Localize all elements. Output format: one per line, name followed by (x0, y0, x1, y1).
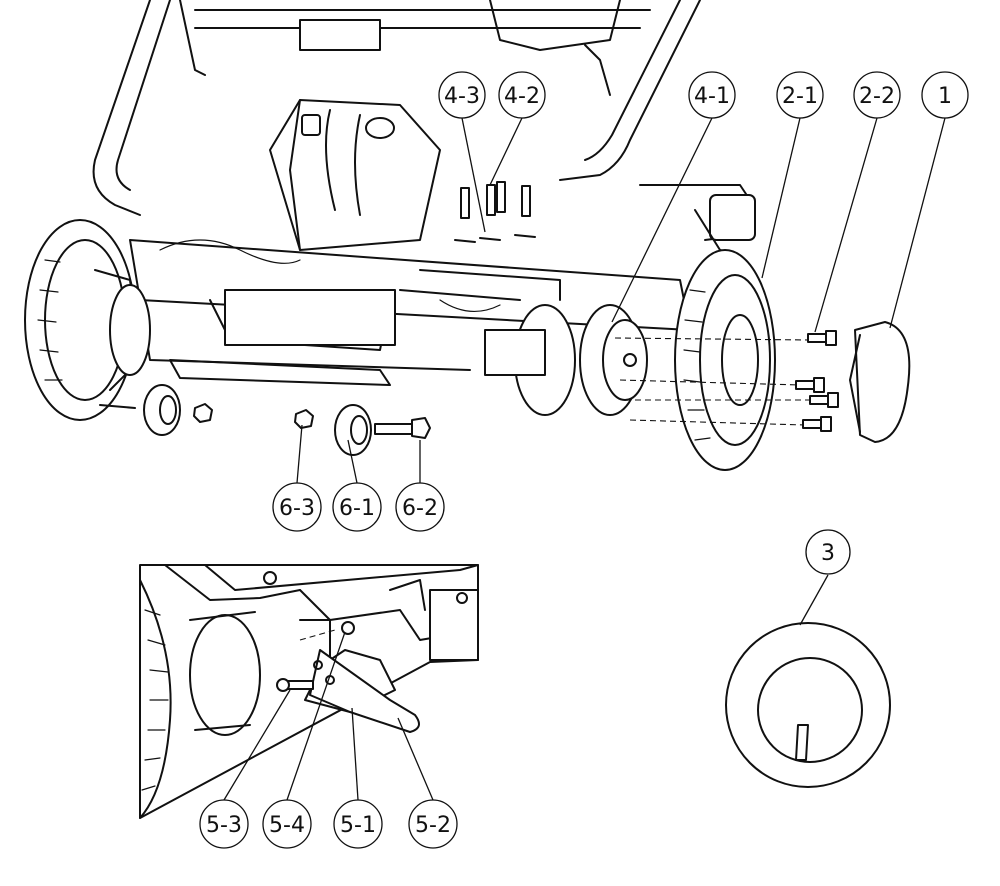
callout-5-1-label: 5-1 (340, 813, 376, 838)
callout-1: 1 (921, 71, 969, 119)
callout-3-label: 3 (821, 541, 835, 566)
callout-3: 3 (805, 529, 851, 575)
callout-4-3-label: 4-3 (444, 84, 480, 109)
callout-5-2: 5-2 (408, 799, 458, 849)
callout-5-1: 5-1 (333, 799, 383, 849)
callout-5-2-label: 5-2 (415, 813, 451, 838)
callout-5-3: 5-3 (199, 799, 249, 849)
chassis-assembly (24, 0, 911, 471)
callout-4-3: 4-3 (438, 71, 486, 119)
callout-2-1: 2-1 (776, 71, 824, 119)
callout-6-1: 6-1 (332, 482, 382, 532)
callout-6-3: 6-3 (272, 482, 322, 532)
inset-detail-anti-tip (139, 564, 479, 819)
tire-tube-drawing (725, 622, 891, 788)
callout-4-1: 4-1 (688, 71, 736, 119)
callout-2-2-label: 2-2 (859, 84, 895, 109)
callout-6-1-label: 6-1 (339, 496, 375, 521)
leader-lines (223, 117, 946, 801)
callout-6-3-label: 6-3 (279, 496, 315, 521)
callout-5-4-label: 5-4 (269, 813, 305, 838)
callout-5-3-label: 5-3 (206, 813, 242, 838)
callout-2-1-label: 2-1 (782, 84, 818, 109)
callout-5-4: 5-4 (262, 799, 312, 849)
callout-6-2-label: 6-2 (402, 496, 438, 521)
callout-4-2: 4-2 (498, 71, 546, 119)
callout-1-label: 1 (938, 84, 952, 109)
callout-6-2: 6-2 (395, 482, 445, 532)
callout-2-2: 2-2 (853, 71, 901, 119)
callout-4-2-label: 4-2 (504, 84, 540, 109)
callout-4-1-label: 4-1 (694, 84, 730, 109)
